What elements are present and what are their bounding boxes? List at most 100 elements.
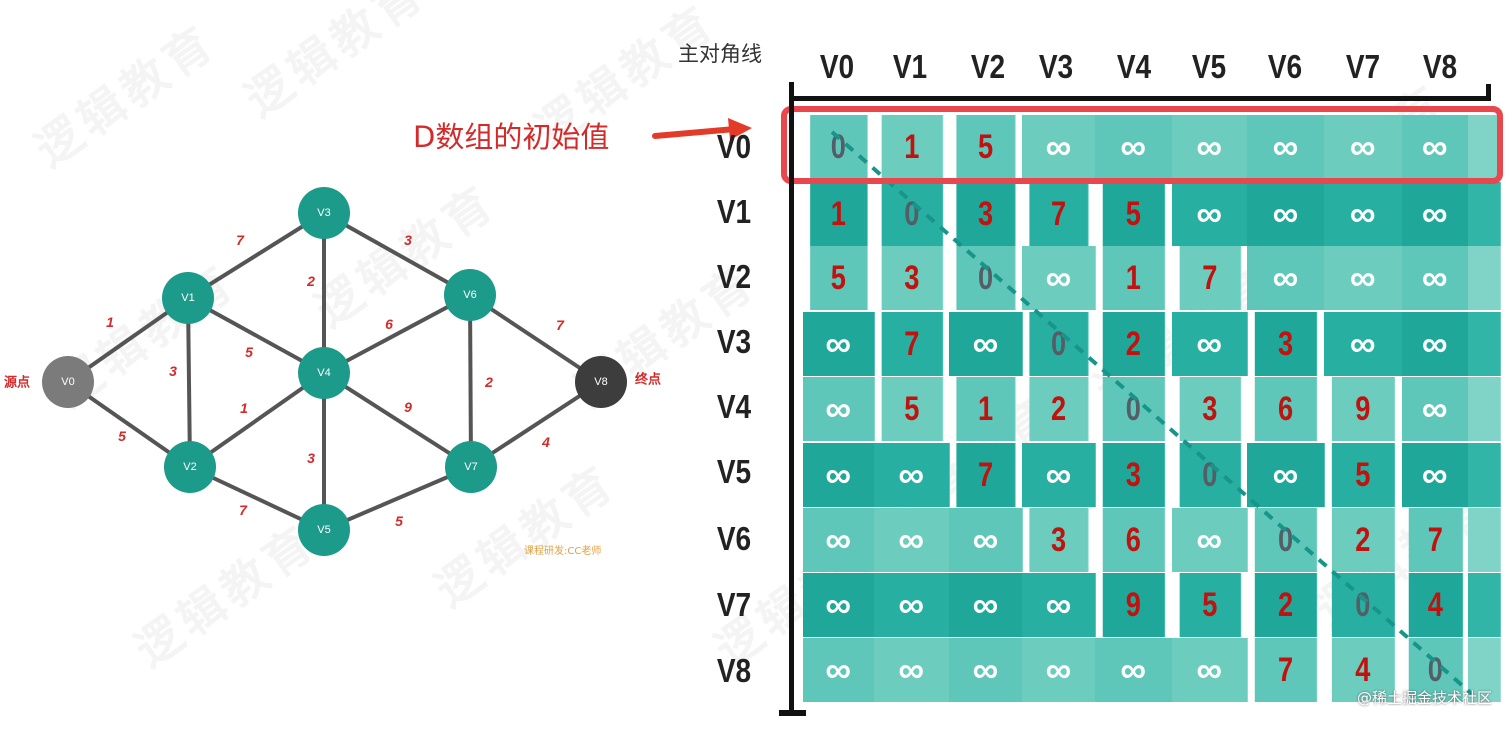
edge-weight: 7 bbox=[236, 232, 245, 248]
distance-cell: 0 bbox=[1179, 443, 1241, 507]
node-label: V5 bbox=[317, 524, 330, 536]
row-tail-cell bbox=[1468, 246, 1501, 310]
distance-cell: 3 bbox=[1179, 377, 1241, 441]
edge-v2-v4 bbox=[188, 371, 326, 469]
infinity-cell: ∞ bbox=[803, 638, 875, 702]
column-header: V0 bbox=[819, 48, 855, 85]
distance-cell: 4 bbox=[1408, 573, 1463, 637]
infinity-cell: ∞ bbox=[803, 508, 875, 572]
main-diagonal-title: 主对角线 bbox=[678, 42, 762, 66]
infinity-cell: ∞ bbox=[1324, 182, 1403, 246]
infinity-cell: ∞ bbox=[1095, 638, 1173, 702]
row-tail-cell bbox=[1468, 182, 1501, 246]
infinity-cell: ∞ bbox=[1247, 443, 1325, 507]
row-tail-cell bbox=[1468, 377, 1501, 441]
distance-cell: 7 bbox=[881, 312, 943, 376]
node-label: V7 bbox=[464, 461, 477, 473]
column-header: V5 bbox=[1191, 48, 1227, 85]
distance-cell: 1 bbox=[1102, 246, 1165, 310]
row-header: V0 bbox=[716, 128, 752, 165]
infinity-cell: ∞ bbox=[1247, 182, 1325, 246]
column-header: V4 bbox=[1116, 48, 1152, 85]
node-v8 bbox=[575, 356, 627, 408]
infinity-cell: ∞ bbox=[1247, 246, 1325, 310]
site-watermark: @稀土掘金技术社区 bbox=[1356, 689, 1492, 707]
row-header: V4 bbox=[716, 388, 752, 425]
row-header: V8 bbox=[716, 652, 752, 689]
watermark-text: 逻辑教育 bbox=[25, 13, 227, 178]
edge-v5-v7 bbox=[323, 465, 472, 532]
left-axis-line bbox=[789, 82, 794, 716]
node-v0 bbox=[42, 356, 94, 408]
node-v6 bbox=[444, 269, 496, 321]
distance-cell: 1 bbox=[956, 377, 1016, 441]
distance-cell: 2 bbox=[1029, 377, 1089, 441]
row-header: V5 bbox=[716, 453, 752, 490]
edge-weight: 5 bbox=[245, 344, 253, 360]
distance-cell: 0 bbox=[1029, 312, 1089, 376]
distance-cell: 5 bbox=[1331, 443, 1395, 507]
row-header: V7 bbox=[716, 586, 752, 623]
infinity-cell: ∞ bbox=[873, 573, 950, 637]
column-header: V7 bbox=[1345, 48, 1381, 85]
infinity-cell: ∞ bbox=[949, 573, 1023, 637]
watermark-text: 逻辑教育 bbox=[235, 0, 437, 128]
distance-cell: 3 bbox=[1029, 508, 1089, 572]
edge-v1-v2 bbox=[186, 297, 192, 468]
infinity-cell: ∞ bbox=[949, 508, 1023, 572]
distance-cell: 0 bbox=[1331, 573, 1395, 637]
edge-v1-v3 bbox=[186, 211, 326, 300]
infinity-cell: ∞ bbox=[803, 573, 875, 637]
distance-cell: 2 bbox=[1102, 312, 1165, 376]
course-credit: 课程研发:CC老师 bbox=[524, 544, 601, 557]
edge-weight: 1 bbox=[240, 400, 248, 416]
node-label: V1 bbox=[181, 292, 194, 304]
infinity-cell: ∞ bbox=[1401, 377, 1469, 441]
infinity-cell: ∞ bbox=[1171, 182, 1248, 246]
infinity-cell: ∞ bbox=[1401, 246, 1469, 310]
row-header: V1 bbox=[716, 193, 752, 230]
distance-cell: 0 bbox=[1254, 508, 1318, 572]
edge-v6-v8 bbox=[468, 293, 603, 384]
distance-cell: 5 bbox=[881, 377, 943, 441]
infinity-cell: ∞ bbox=[1401, 443, 1469, 507]
node-label: V3 bbox=[317, 207, 330, 219]
edge-v4-v7 bbox=[322, 371, 473, 469]
infinity-cell: ∞ bbox=[1022, 246, 1096, 310]
node-label: V4 bbox=[317, 367, 330, 379]
infinity-cell: ∞ bbox=[1022, 443, 1096, 507]
distance-cell: 3 bbox=[956, 182, 1016, 246]
distance-cell: 7 bbox=[1029, 182, 1089, 246]
distance-cell: 7 bbox=[1254, 638, 1318, 702]
infinity-cell: ∞ bbox=[1022, 573, 1096, 637]
row-tail-cell bbox=[1468, 312, 1501, 376]
distance-cell: 5 bbox=[810, 246, 868, 310]
infinity-cell: ∞ bbox=[803, 443, 875, 507]
edge-weight: 3 bbox=[404, 232, 412, 248]
distance-cell: 6 bbox=[1254, 377, 1318, 441]
top-axis-right-tick bbox=[1486, 84, 1491, 101]
distance-cell: 1 bbox=[810, 182, 868, 246]
column-header: V8 bbox=[1422, 48, 1458, 85]
distance-cell: 5 bbox=[1179, 573, 1241, 637]
edge-weight: 6 bbox=[385, 316, 393, 332]
edge-weight: 5 bbox=[395, 513, 403, 529]
edge-weight: 3 bbox=[307, 450, 315, 466]
node-v4 bbox=[298, 347, 350, 399]
edge-v6-v7 bbox=[468, 294, 473, 468]
node-label: V2 bbox=[183, 461, 196, 473]
edge-v4-v6 bbox=[323, 293, 471, 375]
infinity-cell: ∞ bbox=[1324, 246, 1403, 310]
edge-weight: 7 bbox=[556, 317, 565, 333]
distance-cell: 5 bbox=[1102, 182, 1165, 246]
distance-cell: 0 bbox=[1102, 377, 1165, 441]
edge-weight: 2 bbox=[306, 273, 315, 289]
column-header: V2 bbox=[970, 48, 1006, 85]
edge-weight: 2 bbox=[484, 374, 493, 390]
left-axis-bottom-tick bbox=[779, 710, 806, 716]
row-tail-cell bbox=[1468, 573, 1501, 637]
row-tail-cell bbox=[1468, 508, 1501, 572]
distance-cell: 2 bbox=[1254, 573, 1318, 637]
edge-v3-v6 bbox=[323, 211, 471, 297]
node-v7 bbox=[445, 441, 497, 493]
